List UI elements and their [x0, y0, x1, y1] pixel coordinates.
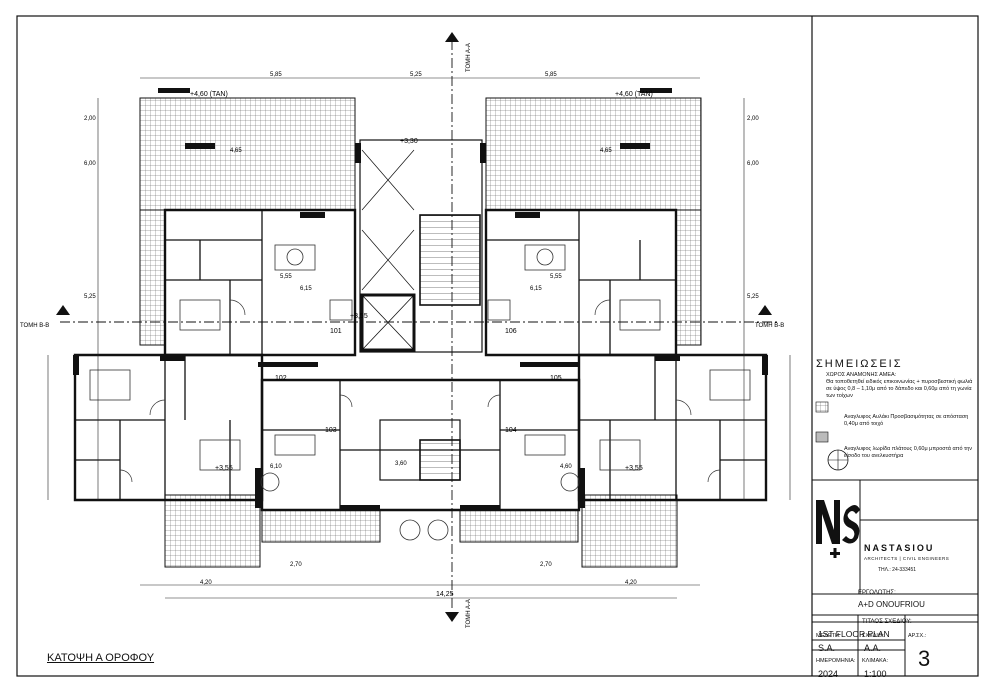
dim-right-1: 2,00 — [747, 116, 759, 122]
drawing-title-value: 1ST FLOOR PLAN — [818, 629, 890, 639]
dim-top-7: 5,85 — [545, 72, 557, 78]
interior-walls — [75, 210, 766, 510]
dim-bottom-3: 2,70 — [290, 562, 302, 568]
sheet-label: ΑΡ.ΣΧ.: — [908, 633, 927, 639]
level-label-3: +3,55 — [625, 465, 643, 472]
note-main-title: ΧΩΡΟΣ ΑΝΑΜΟΝΗΣ ΑΜΕΑ: — [826, 372, 897, 378]
room-dim-7: 6,10 — [270, 464, 282, 470]
titleblock-grid — [812, 401, 978, 676]
furniture — [89, 244, 751, 541]
level-label-5: +4,60 (ΤΑΝ) — [190, 91, 228, 98]
room-dim-1: 5,55 — [280, 274, 292, 280]
section-bb-left-label: ΤΟΜΗ Β-Β — [20, 323, 49, 329]
section-aa-top-label: ΤΟΜΗ Α-Α — [466, 43, 472, 72]
study-label: ΜΕΛΕΤΗ: — [816, 633, 841, 639]
room-dim-2: 6,15 — [300, 286, 312, 292]
apt-106-label: 106 — [505, 328, 517, 335]
dim-bottom-7: 2,70 — [540, 562, 552, 568]
section-markers — [56, 32, 772, 622]
apt-103-label: 103 — [325, 427, 337, 434]
level-label-2: +3,55 — [215, 465, 233, 472]
room-dim-4: 6,15 — [530, 286, 542, 292]
room-dim-8: 4,60 — [560, 464, 572, 470]
apt-104-label: 104 — [505, 427, 517, 434]
client-label: ΕΡΓΟΔΟΤΗΣ: — [858, 590, 896, 596]
overall-dimension: 14,25 — [436, 591, 454, 598]
title-block: ΣΗΜΕΙΩΣΕΙΣ ΧΩΡΟΣ ΑΝΑΜΟΝΗΣ ΑΜΕΑ: Θα τοποθ… — [812, 16, 978, 679]
date-value: 2024 — [818, 669, 839, 679]
dim-left-6: 5,25 — [84, 294, 96, 300]
drawing-title-label: ΤΙΤΛΟΣ ΣΧΕΔΙΟΥ: — [862, 619, 912, 625]
scale-value: 1:100 — [864, 669, 887, 679]
legend-tactile-strip: Αναγλυφος λωρίδα πλάτους 0,60μ μπροστά α… — [844, 446, 973, 459]
section-bb-right-label: ΤΟΜΗ Β-Β — [755, 323, 784, 329]
study-value: S.A. — [818, 643, 836, 653]
dimension-lines — [47, 77, 791, 599]
legend-tactile-groove: Αναγλυφος Αυλάκι Προσβασιμότητας σε απόσ… — [844, 414, 969, 427]
drawing-caption: ΚΑΤΟΨΗ Α ΟΡΟΦΟΥ — [47, 652, 155, 664]
terrace-hatch — [139, 97, 702, 568]
firm-telephone: ΤΗΛ.: 24-333451 — [878, 567, 917, 573]
dim-right-6: 5,25 — [747, 294, 759, 300]
drawn-value: A.A. — [864, 643, 882, 653]
note-main-text: Θα τοποθετηθεί ειδικός επικοινωνίας + πυ… — [826, 379, 973, 399]
firm-logo — [816, 500, 860, 558]
drawn-label: ΣΧΕΔΙΟ: — [862, 633, 884, 639]
apt-101-label: 101 — [330, 328, 342, 335]
level-label-6: +4,60 (ΤΑΝ) — [615, 91, 653, 98]
dim-bottom-1: 4,20 — [200, 580, 212, 586]
room-dim-6: 4,65 — [600, 148, 612, 154]
sheet-number: 3 — [918, 646, 931, 671]
apt-102-label: 102 — [275, 375, 287, 382]
room-dim-9: 3,60 — [395, 461, 407, 467]
firm-subtitle: ARCHITECTS | CIVIL ENGINEERS — [864, 556, 950, 561]
dim-left-2: 6,00 — [84, 161, 96, 167]
date-label: ΗΜΕΡΟΜΗΝΙΑ: — [816, 658, 856, 664]
scale-label: ΚΛΙΜΑΚΑ: — [862, 658, 888, 664]
room-dim-5: 4,65 — [230, 148, 242, 154]
firm-name: NASTASIOU — [864, 543, 935, 553]
apt-105-label: 105 — [550, 375, 562, 382]
room-dim-3: 5,55 — [550, 274, 562, 280]
section-aa-bottom-label: ΤΟΜΗ Α-Α — [466, 599, 472, 628]
dim-top-3: 5,85 — [270, 72, 282, 78]
dim-left-1: 2,00 — [84, 116, 96, 122]
level-label-4: +3,30 — [400, 138, 418, 145]
sheet-border — [16, 15, 979, 677]
dim-bottom-9: 4,20 — [625, 580, 637, 586]
notes-title: ΣΗΜΕΙΩΣΕΙΣ — [816, 358, 903, 370]
section-lines — [60, 40, 780, 610]
door-swings — [119, 299, 721, 483]
dim-right-2: 6,00 — [747, 161, 759, 167]
dim-top-5: 5,25 — [410, 72, 422, 78]
note-main: ΧΩΡΟΣ ΑΝΑΜΟΝΗΣ ΑΜΕΑ: Θα τοποθετηθεί ειδι… — [826, 372, 976, 400]
client-value: A+D ONOUFRIOU — [858, 600, 925, 609]
level-label-1: +3,55 — [350, 313, 368, 320]
stair-core — [359, 139, 483, 481]
columns — [73, 88, 768, 510]
